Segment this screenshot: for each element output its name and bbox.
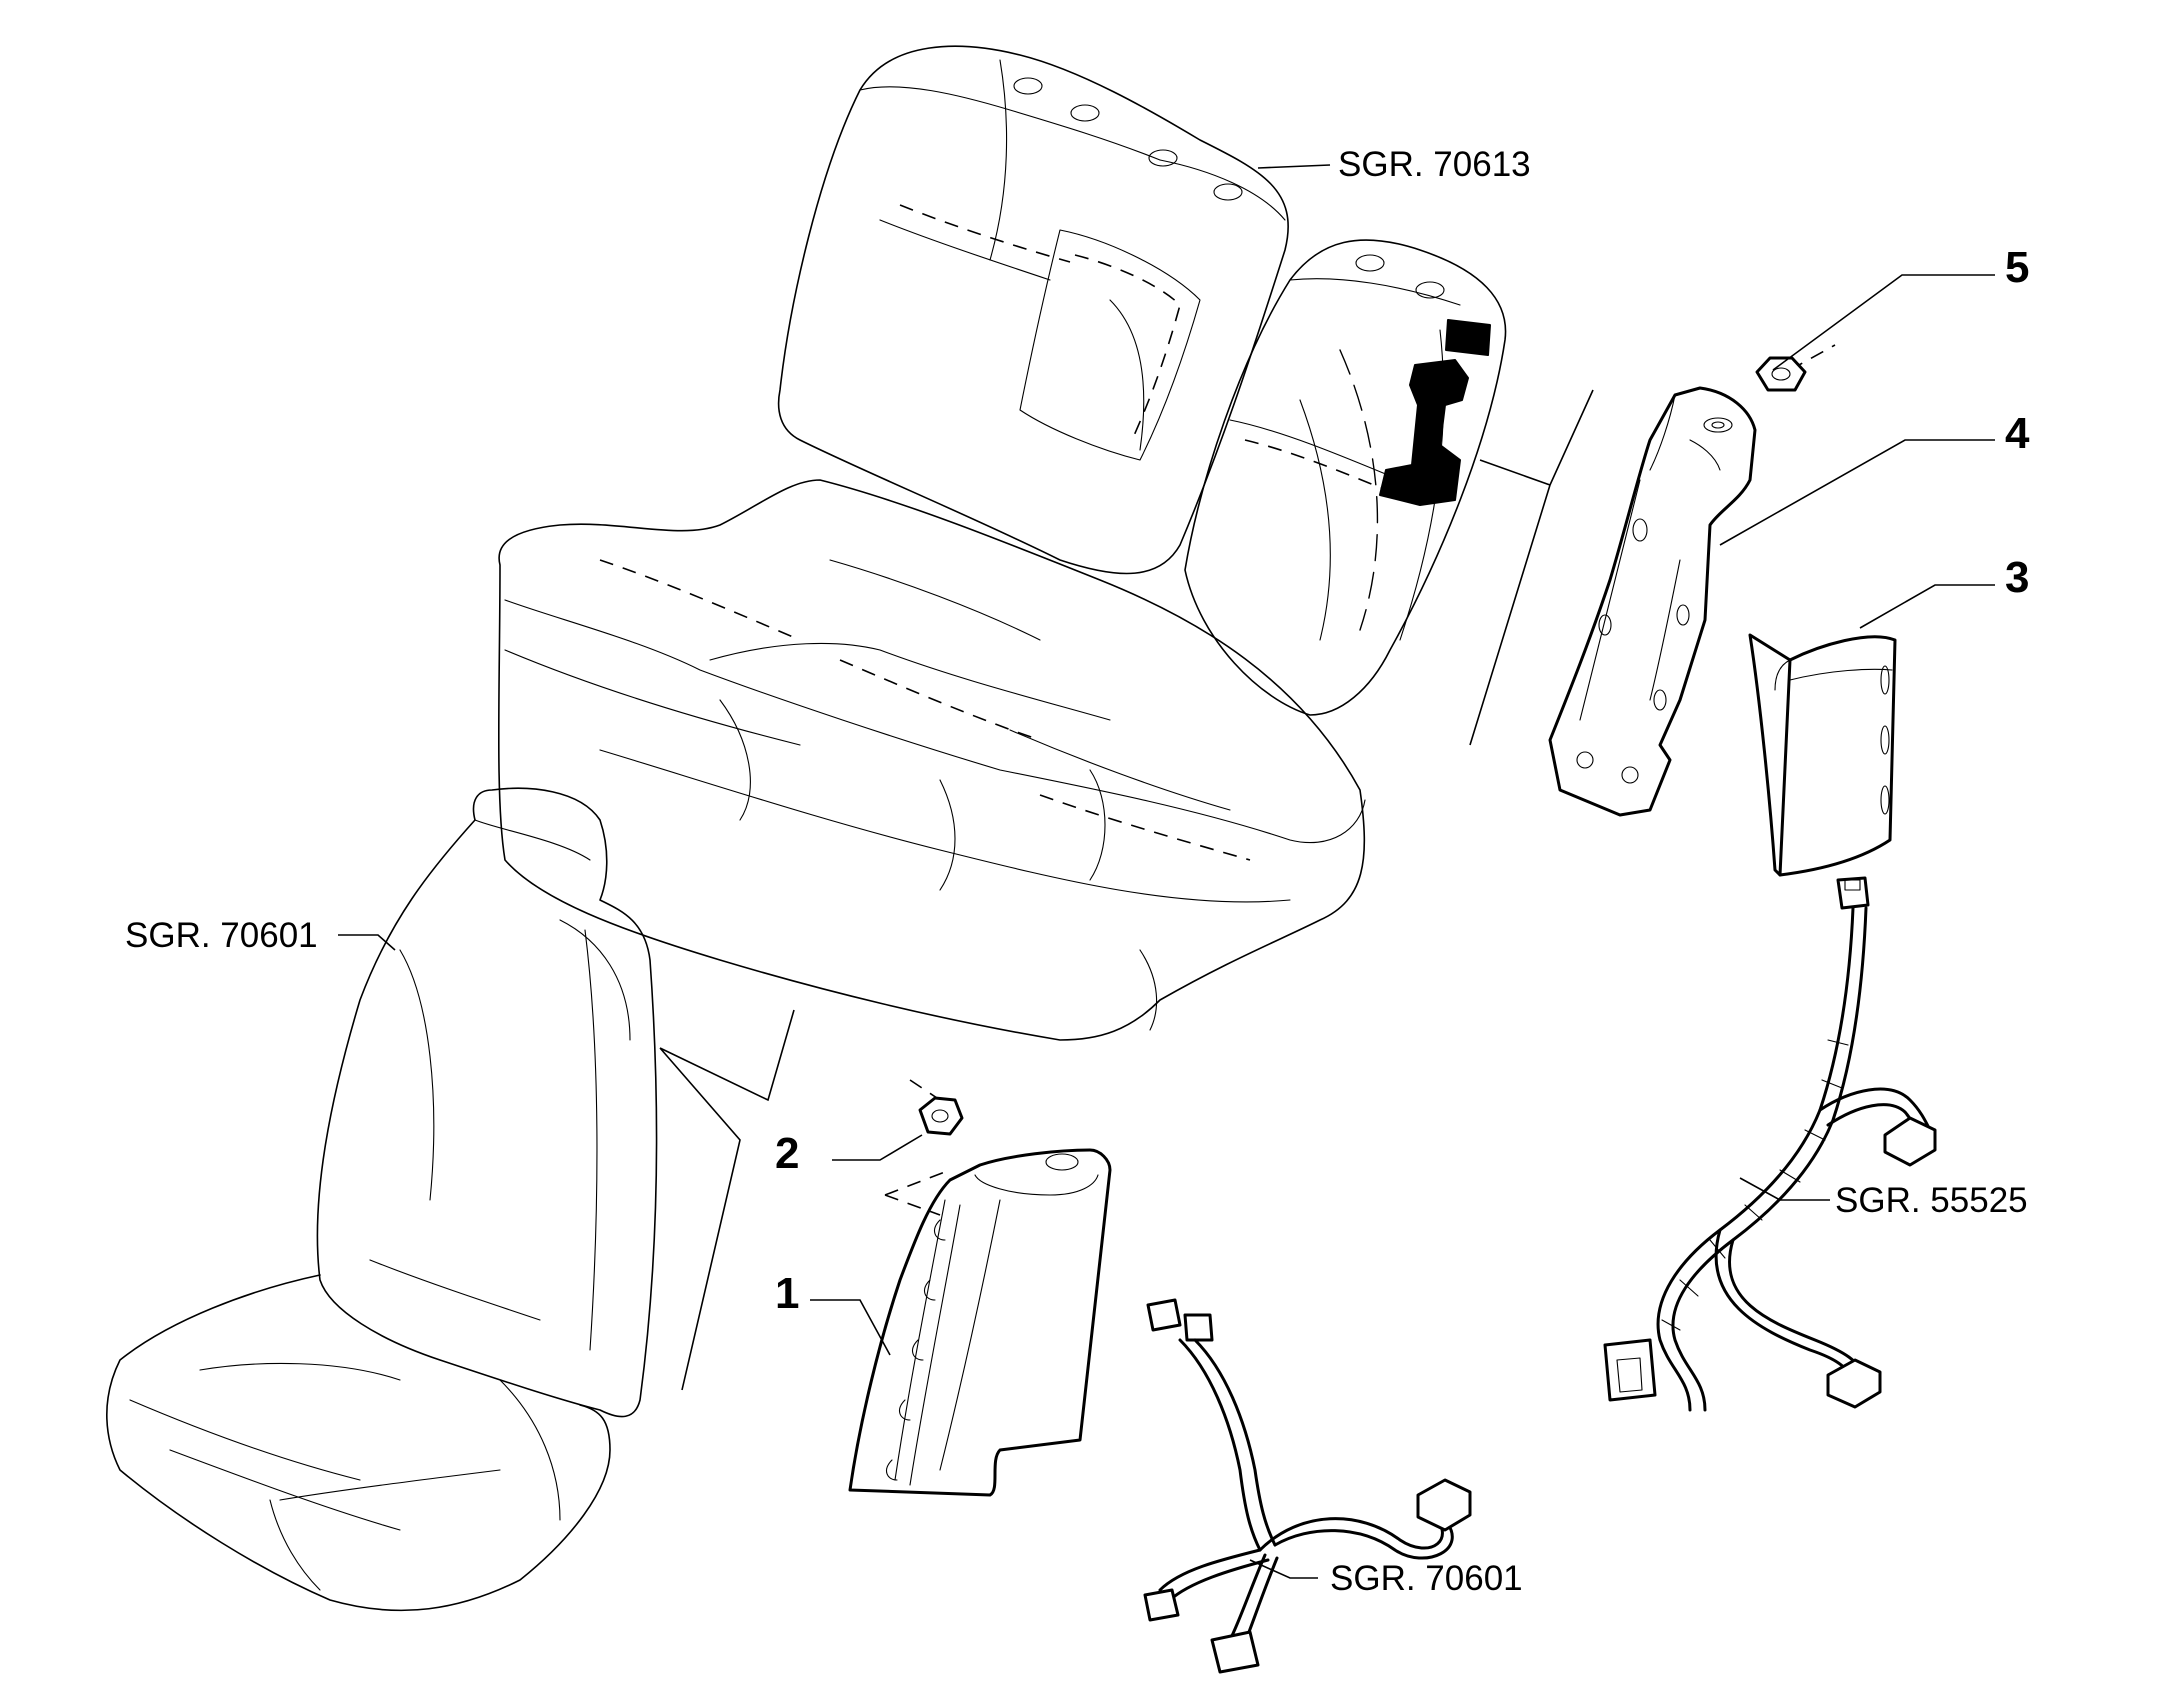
label-sgr-70613: SGR. 70613 [1338, 145, 1531, 184]
part-number-5: 5 [2005, 243, 2029, 292]
leader-sgr-70613 [1257, 164, 1331, 169]
part-number-2: 2 [775, 1129, 799, 1178]
leader-sgr-70601-seat [338, 934, 396, 951]
part-number-1: 1 [775, 1269, 799, 1318]
part-number-3: 3 [2005, 553, 2029, 602]
label-sgr-70601-seat: SGR. 70601 [125, 916, 318, 955]
leader-part-5 [1772, 274, 1995, 371]
part-1-airbag-module [848, 1148, 1112, 1497]
leader-rear-bracket [1469, 389, 1594, 746]
leader-part-3 [1859, 584, 1995, 629]
leader-part-2 [832, 1134, 923, 1161]
front-wiring-harness [1143, 1298, 1472, 1674]
leader-sgr-70601-harness [1249, 1559, 1318, 1579]
label-sgr-55525: SGR. 55525 [1835, 1181, 2028, 1220]
leader-lines [338, 164, 1995, 1579]
leader-sgr-55525 [1739, 1177, 1830, 1201]
rear-seat-backrest [777, 45, 1507, 716]
part-4-bracket [1548, 386, 1757, 817]
part-5-nut [1755, 344, 1836, 392]
leader-part-1 [810, 1299, 891, 1356]
rear-wiring-harness [1603, 876, 1937, 1412]
leader-front-seat-bracket [659, 1009, 795, 1391]
front-seat [106, 787, 658, 1612]
leader-part-4 [1719, 439, 1995, 546]
part-3-airbag-cover [1748, 633, 1897, 877]
rear-seat-cushion [497, 479, 1366, 1041]
part-number-4: 4 [2005, 409, 2030, 458]
label-sgr-70601-harness: SGR. 70601 [1330, 1559, 1523, 1598]
part-2-nut [909, 1079, 964, 1136]
